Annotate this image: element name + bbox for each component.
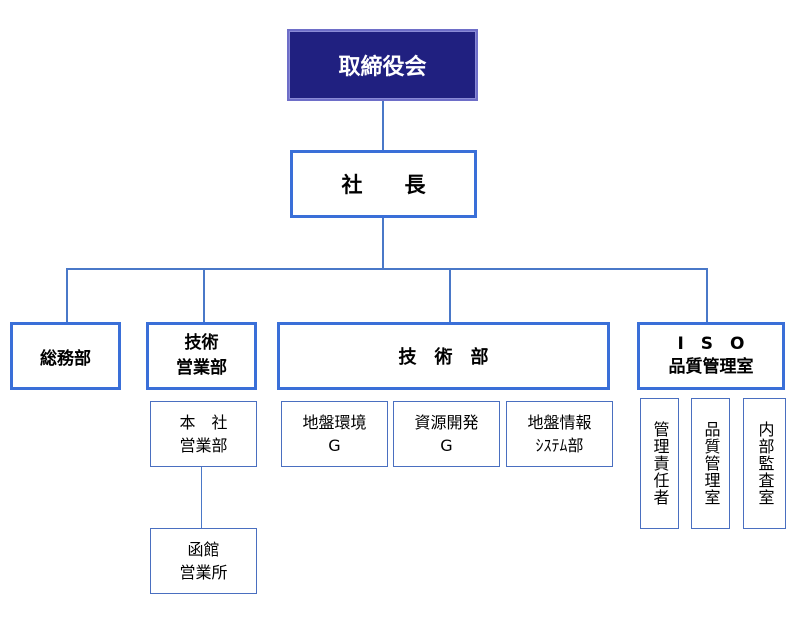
management-representative-box: 管理責任者 bbox=[640, 398, 679, 529]
hakodate-office-box: 函館 営業所 bbox=[150, 528, 257, 594]
general-affairs-label: 総務部 bbox=[40, 348, 91, 369]
head-office-sales-label: 本 社 営業部 bbox=[179, 412, 228, 455]
line-president-bus bbox=[382, 218, 384, 269]
engineering-box: 技 術 部 bbox=[277, 322, 610, 390]
engineering-label: 技 術 部 bbox=[398, 347, 489, 368]
ground-info-systems-box: 地盤情報 ｼｽﾃﾑ部 bbox=[506, 401, 613, 467]
resource-development-group-label: 資源開発 G bbox=[414, 412, 479, 455]
tech-sales-label: 技術 営業部 bbox=[176, 333, 227, 378]
board-label: 取締役会 bbox=[338, 55, 427, 80]
ground-environment-group-box: 地盤環境 G bbox=[281, 401, 388, 467]
iso-quality-label: I S O 品質管理室 bbox=[668, 334, 754, 377]
line-to-gijutsu bbox=[449, 268, 451, 323]
hakodate-office-label: 函館 営業所 bbox=[179, 539, 228, 582]
ground-info-systems-label: 地盤情報 ｼｽﾃﾑ部 bbox=[527, 412, 592, 455]
quality-control-office-label: 品質管理室 bbox=[701, 421, 721, 506]
resource-development-group-box: 資源開発 G bbox=[393, 401, 500, 467]
line-honsha-hakodate bbox=[201, 467, 202, 528]
president-box: 社 長 bbox=[290, 150, 477, 218]
ground-environment-group-label: 地盤環境 G bbox=[302, 412, 367, 455]
line-horizontal-bus bbox=[66, 268, 708, 270]
line-board-president bbox=[382, 100, 384, 150]
quality-control-office-box: 品質管理室 bbox=[691, 398, 730, 529]
internal-audit-office-label: 内部監査室 bbox=[755, 421, 775, 506]
president-label: 社 長 bbox=[341, 173, 426, 197]
iso-quality-box: I S O 品質管理室 bbox=[637, 322, 785, 390]
line-to-gijutsu-eigyo bbox=[203, 268, 205, 323]
management-representative-label: 管理責任者 bbox=[650, 421, 670, 506]
board-of-directors-box: 取締役会 bbox=[287, 29, 478, 101]
line-to-iso bbox=[706, 268, 708, 323]
line-to-soumu bbox=[66, 268, 68, 323]
general-affairs-box: 総務部 bbox=[10, 322, 121, 390]
head-office-sales-box: 本 社 営業部 bbox=[150, 401, 257, 467]
internal-audit-office-box: 内部監査室 bbox=[743, 398, 786, 529]
tech-sales-box: 技術 営業部 bbox=[146, 322, 257, 390]
